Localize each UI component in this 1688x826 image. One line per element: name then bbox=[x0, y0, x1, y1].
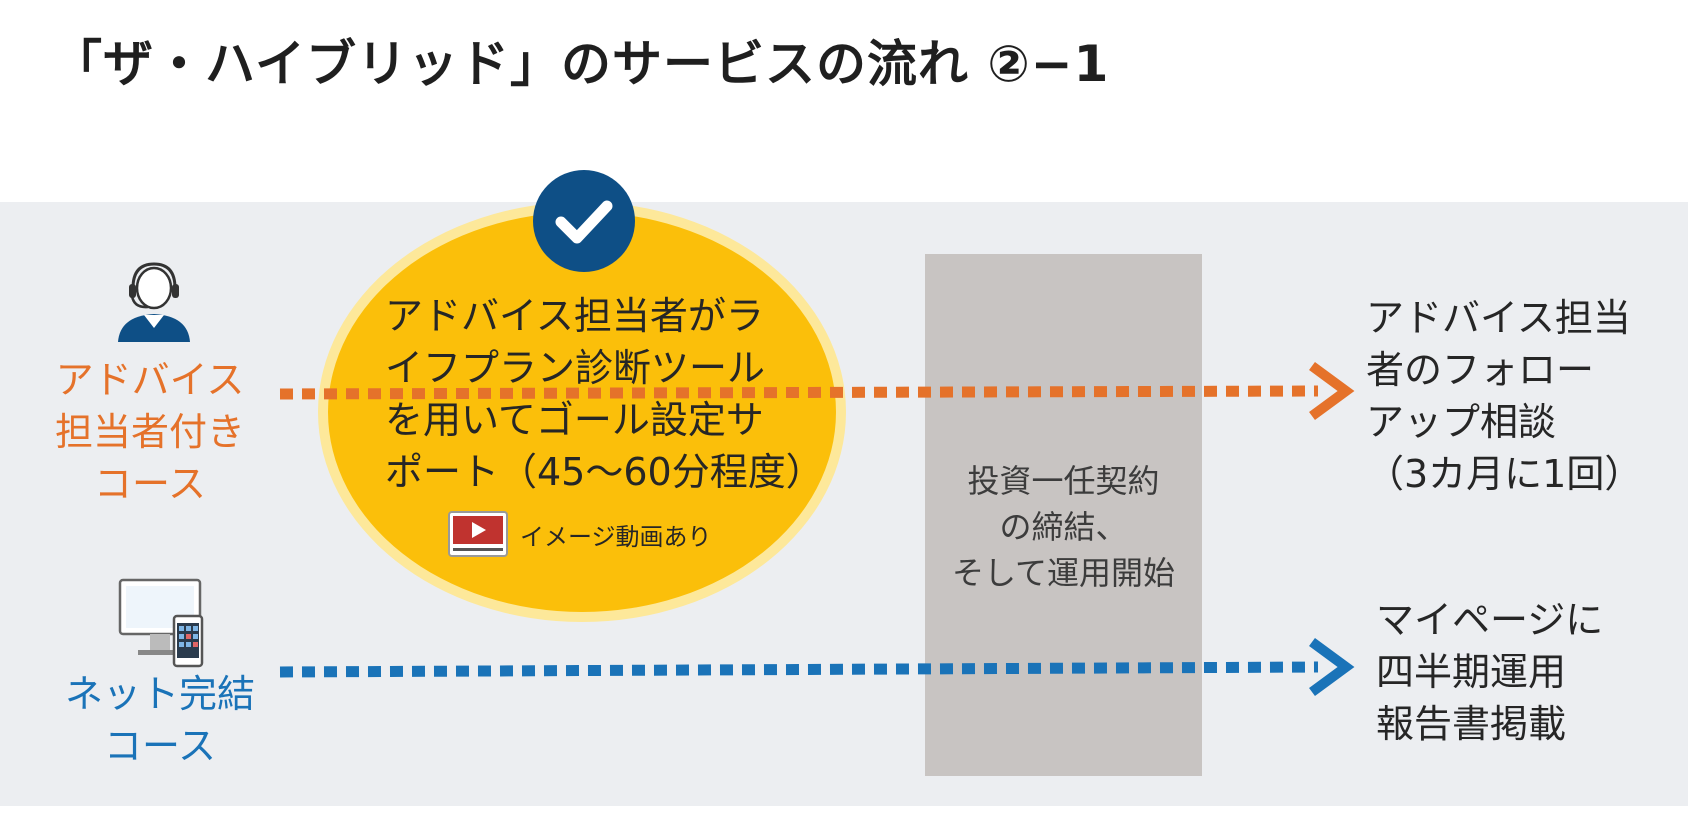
video-play-icon bbox=[448, 511, 508, 557]
advisor-flow-arrowhead bbox=[1309, 361, 1355, 421]
advice-step-text: アドバイス担当者がラ イフプラン診断ツール を用いてゴール設定サ ポート（45〜… bbox=[385, 294, 824, 494]
video-link[interactable]: イメージ動画あり bbox=[448, 510, 712, 558]
net-outcome-text: マイページに 四半期運用 報告書掲載 bbox=[1376, 598, 1604, 746]
page-title: 「ザ・ハイブリッド」のサービスの流れ ②−1 bbox=[52, 35, 1110, 93]
headset-operator-icon bbox=[118, 262, 190, 342]
video-label: イメージ動画あり bbox=[520, 522, 712, 551]
advisor-outcome-text: アドバイス担当 者のフォロー アップ相談 （3カ月に1回） bbox=[1366, 296, 1643, 496]
checkmark-badge bbox=[533, 170, 635, 272]
net-course-label: ネット完結 コース bbox=[64, 672, 255, 768]
checkmark-icon bbox=[555, 200, 613, 244]
advisor-course-label: アドバイス 担当者付き コース bbox=[54, 358, 245, 506]
net-flow-arrow-line bbox=[279, 661, 1319, 678]
contract-text: 投資一任契約 の締結、 そして運用開始 bbox=[951, 462, 1176, 592]
net-flow-arrowhead bbox=[1309, 637, 1355, 697]
desktop-and-phone-icon bbox=[118, 578, 204, 668]
flow-background-band bbox=[0, 202, 1688, 806]
contract-box bbox=[925, 254, 1202, 776]
advisor-flow-arrow-line bbox=[279, 385, 1319, 400]
